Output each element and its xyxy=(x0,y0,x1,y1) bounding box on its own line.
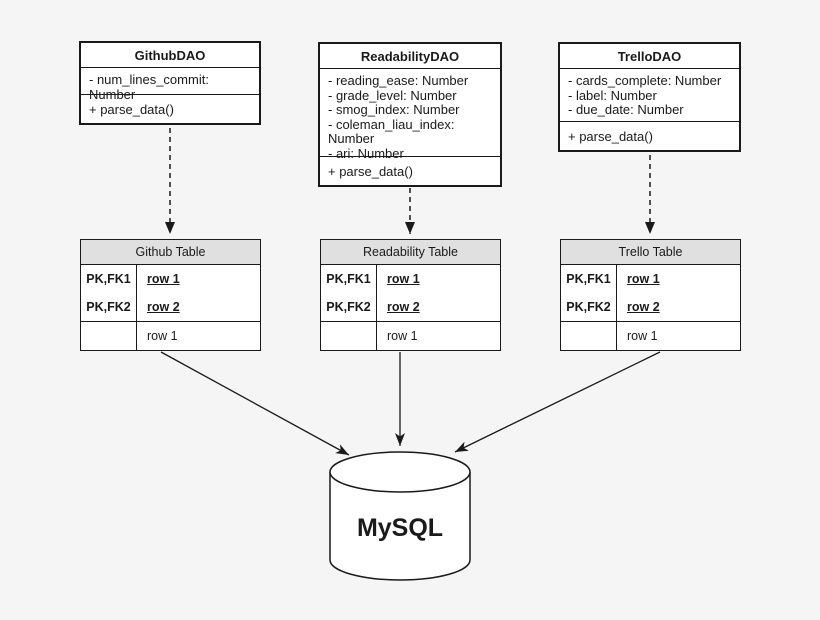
table-row: row 1 xyxy=(321,322,500,350)
table-key-section: PK,FK1 row 1 PK,FK2 row 2 xyxy=(321,265,500,322)
attribute: - grade_level: Number xyxy=(328,87,457,103)
class-attributes: - reading_ease: Number - grade_level: Nu… xyxy=(320,69,500,160)
attribute: - ari: Number xyxy=(328,145,404,161)
key-label xyxy=(81,322,137,350)
key-label: PK,FK1 xyxy=(561,265,617,293)
key-label: PK,FK2 xyxy=(321,293,377,321)
class-methods: + parse_data() xyxy=(320,157,500,185)
attribute: - reading_ease: Number xyxy=(328,73,469,88)
mysql-cylinder xyxy=(329,451,471,581)
table-row: PK,FK2 row 2 xyxy=(81,293,260,321)
table-key-section: PK,FK1 row 1 PK,FK2 row 2 xyxy=(561,265,740,322)
key-row-value: row 1 xyxy=(627,272,660,286)
table-row: PK,FK1 row 1 xyxy=(321,265,500,293)
table-readability: Readability Table PK,FK1 row 1 PK,FK2 ro… xyxy=(320,239,501,351)
key-label: PK,FK2 xyxy=(81,293,137,321)
table-github: Github Table PK,FK1 row 1 PK,FK2 row 2 r… xyxy=(80,239,261,351)
table-title: Readability Table xyxy=(321,240,500,265)
table-row: PK,FK1 row 1 xyxy=(561,265,740,293)
class-methods: + parse_data() xyxy=(81,95,259,123)
attribute: - coleman_liau_index: Number xyxy=(328,116,455,146)
key-row-value: row 2 xyxy=(627,300,660,314)
attribute: - smog_index: Number xyxy=(328,102,460,117)
class-attributes: - cards_complete: Number - label: Number… xyxy=(560,69,739,122)
attribute: - cards_complete: Number xyxy=(568,73,722,88)
arrow-github-table-to-mysql xyxy=(160,351,350,456)
class-attributes: - num_lines_commit: Number xyxy=(81,68,259,101)
row-value: row 1 xyxy=(627,329,658,343)
method: + parse_data() xyxy=(568,128,653,144)
table-row: PK,FK2 row 2 xyxy=(561,293,740,321)
key-label: PK,FK1 xyxy=(81,265,137,293)
table-row: row 1 xyxy=(561,322,740,350)
table-trello: Trello Table PK,FK1 row 1 PK,FK2 row 2 r… xyxy=(560,239,741,351)
table-key-section: PK,FK1 row 1 PK,FK2 row 2 xyxy=(81,265,260,322)
class-title: TrelloDAO xyxy=(560,44,739,69)
attribute: - label: Number xyxy=(568,87,657,103)
method: + parse_data() xyxy=(89,101,174,117)
key-row-value: row 2 xyxy=(387,300,420,314)
class-methods: + parse_data() xyxy=(560,122,739,150)
key-row-value: row 1 xyxy=(387,272,420,286)
dao-class-github: GithubDAO - num_lines_commit: Number + p… xyxy=(79,41,261,125)
key-label: PK,FK1 xyxy=(321,265,377,293)
row-value: row 1 xyxy=(387,329,418,343)
table-title: Github Table xyxy=(81,240,260,265)
key-row-value: row 2 xyxy=(147,300,180,314)
table-title: Trello Table xyxy=(561,240,740,265)
key-row-value: row 1 xyxy=(147,272,180,286)
method: + parse_data() xyxy=(328,163,413,179)
class-title: ReadabilityDAO xyxy=(320,44,500,69)
attribute: - due_date: Number xyxy=(568,102,684,117)
table-row: PK,FK2 row 2 xyxy=(321,293,500,321)
attribute: - num_lines_commit: Number xyxy=(89,72,209,102)
key-label: PK,FK2 xyxy=(561,293,617,321)
key-label xyxy=(561,322,617,350)
dao-class-trello: TrelloDAO - cards_complete: Number - lab… xyxy=(558,42,741,152)
class-title: GithubDAO xyxy=(81,43,259,68)
key-label xyxy=(321,322,377,350)
table-row: row 1 xyxy=(81,322,260,350)
table-row: PK,FK1 row 1 xyxy=(81,265,260,293)
arrow-trello-table-to-mysql xyxy=(454,351,661,453)
dao-class-readability: ReadabilityDAO - reading_ease: Number - … xyxy=(318,42,502,187)
row-value: row 1 xyxy=(147,329,178,343)
mysql-database-label: MySQL xyxy=(356,514,444,542)
